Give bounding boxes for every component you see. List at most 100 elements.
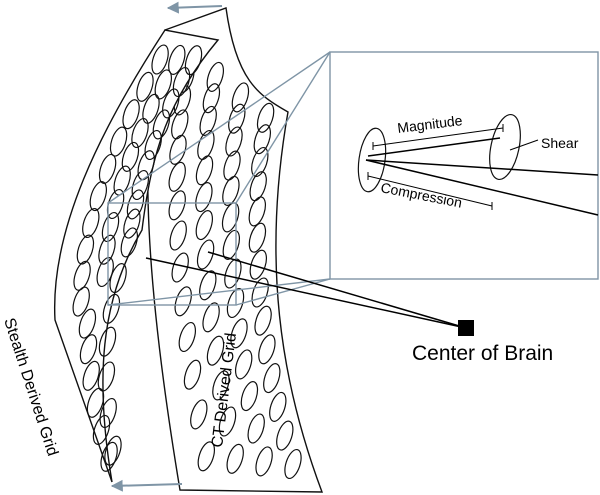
stealth-grid-ellipses xyxy=(72,44,203,472)
grid-ellipse xyxy=(98,234,116,265)
stealth-grid-label: Stealth Derived Grid xyxy=(0,316,61,458)
grid-ellipse xyxy=(196,239,215,270)
grid-ellipse xyxy=(221,202,240,233)
grid-ellipse xyxy=(248,196,267,227)
grid-ellipse xyxy=(251,277,269,308)
compression-bracket xyxy=(367,175,493,207)
callout-connector-bottom xyxy=(107,278,331,306)
grid-ellipse xyxy=(195,210,214,241)
grid-ellipse xyxy=(144,129,162,161)
grid-ellipse xyxy=(136,71,154,102)
grid-ellipse xyxy=(202,83,221,114)
grid-ellipse xyxy=(97,361,116,392)
grid-ellipse xyxy=(98,326,117,357)
grid-ellipse xyxy=(206,61,225,92)
callout-connector-top xyxy=(107,51,331,204)
grid-ellipse xyxy=(131,169,150,201)
grid-ellipse xyxy=(253,124,272,155)
grid-ellipse xyxy=(123,208,141,239)
grid-ellipse xyxy=(113,165,131,196)
grid-ellipse xyxy=(197,441,216,472)
grid-ellipse xyxy=(254,305,272,336)
grid-ellipse xyxy=(131,117,149,149)
grid-ellipse xyxy=(178,321,197,353)
grid-ellipse xyxy=(199,105,217,136)
magnitude-label: Magnitude xyxy=(396,112,463,136)
center-of-brain-label: Center of Brain xyxy=(412,342,553,365)
grid-ellipse xyxy=(183,359,202,390)
grid-ellipse xyxy=(99,397,117,429)
grid-ellipse xyxy=(162,88,180,119)
grid-ellipse xyxy=(258,334,276,365)
grid-ellipse xyxy=(122,99,140,130)
inset-ray-upper xyxy=(365,159,599,176)
grid-ellipse xyxy=(284,448,302,480)
grid-ellipse xyxy=(224,258,242,289)
grid-ellipse xyxy=(171,252,189,283)
shear-pointer xyxy=(509,139,539,151)
grid-ellipse xyxy=(256,102,275,133)
grid-ellipse xyxy=(228,103,246,134)
zoom-inset-box xyxy=(329,51,599,280)
grid-ellipse xyxy=(226,287,245,319)
grid-ellipse xyxy=(195,155,214,186)
grid-ellipse xyxy=(78,308,97,339)
top-displacement-arrow xyxy=(166,1,223,14)
ct-grid-label: CT Derived Grid xyxy=(209,332,240,449)
grid-ellipse xyxy=(195,182,213,213)
grid-ellipse xyxy=(121,141,140,172)
grid-ellipse xyxy=(89,181,108,212)
grid-ellipse xyxy=(263,363,281,394)
callout-connector-bottom2 xyxy=(235,278,331,306)
grid-ellipse xyxy=(79,334,98,365)
center-of-brain-marker xyxy=(458,320,474,336)
grid-ellipse xyxy=(231,82,250,113)
grid-ellipse xyxy=(197,129,215,161)
grid-ellipse xyxy=(276,420,294,451)
grid-ellipse xyxy=(101,211,120,243)
grid-ellipse xyxy=(248,222,267,253)
grid-ellipse xyxy=(168,161,186,192)
grid-ellipse xyxy=(225,126,243,157)
grid-ellipse xyxy=(269,391,287,422)
grid-ellipse xyxy=(169,220,187,251)
grid-ellipse xyxy=(249,171,267,202)
grid-ellipse xyxy=(73,260,91,291)
grid-ellipse xyxy=(171,109,189,140)
grid-ellipse xyxy=(251,146,269,178)
grid-ellipse xyxy=(212,370,230,401)
grid-ellipse xyxy=(126,189,145,220)
inset-ray-lower xyxy=(365,159,599,216)
grid-ellipse xyxy=(152,109,171,140)
grid-ellipse xyxy=(168,190,186,221)
grid-ellipse xyxy=(100,441,118,472)
grid-ellipse xyxy=(169,134,187,165)
grid-ellipse xyxy=(98,153,117,184)
compression-label: Compression xyxy=(379,179,463,210)
grid-ellipse xyxy=(72,286,90,317)
grid-ellipse xyxy=(255,446,273,477)
grid-ellipse xyxy=(82,207,100,239)
ray-to-center-1 xyxy=(145,257,467,329)
grid-ellipse xyxy=(206,335,225,366)
stealth-grid-outline xyxy=(53,29,220,483)
grid-ellipse xyxy=(218,406,237,437)
inset-ellipse-right xyxy=(489,113,521,181)
grid-ellipse xyxy=(120,227,139,258)
grid-ellipse xyxy=(151,44,169,75)
grid-ellipse xyxy=(234,349,253,380)
grid-ellipse xyxy=(202,302,220,333)
grid-ellipse xyxy=(109,263,127,294)
magnitude-bracket xyxy=(372,127,504,147)
zoom-inset-content: Magnitude Shear Compression xyxy=(357,112,599,216)
grid-ellipse xyxy=(174,286,192,317)
grid-ellipse xyxy=(240,381,259,412)
grid-ellipse xyxy=(184,45,203,76)
grid-ellipse xyxy=(226,443,244,474)
grid-ellipse xyxy=(222,175,240,206)
grid-ellipse xyxy=(142,93,160,124)
magnitude-line xyxy=(367,137,501,157)
grid-ellipse xyxy=(102,293,121,324)
grid-ellipse xyxy=(104,435,122,466)
